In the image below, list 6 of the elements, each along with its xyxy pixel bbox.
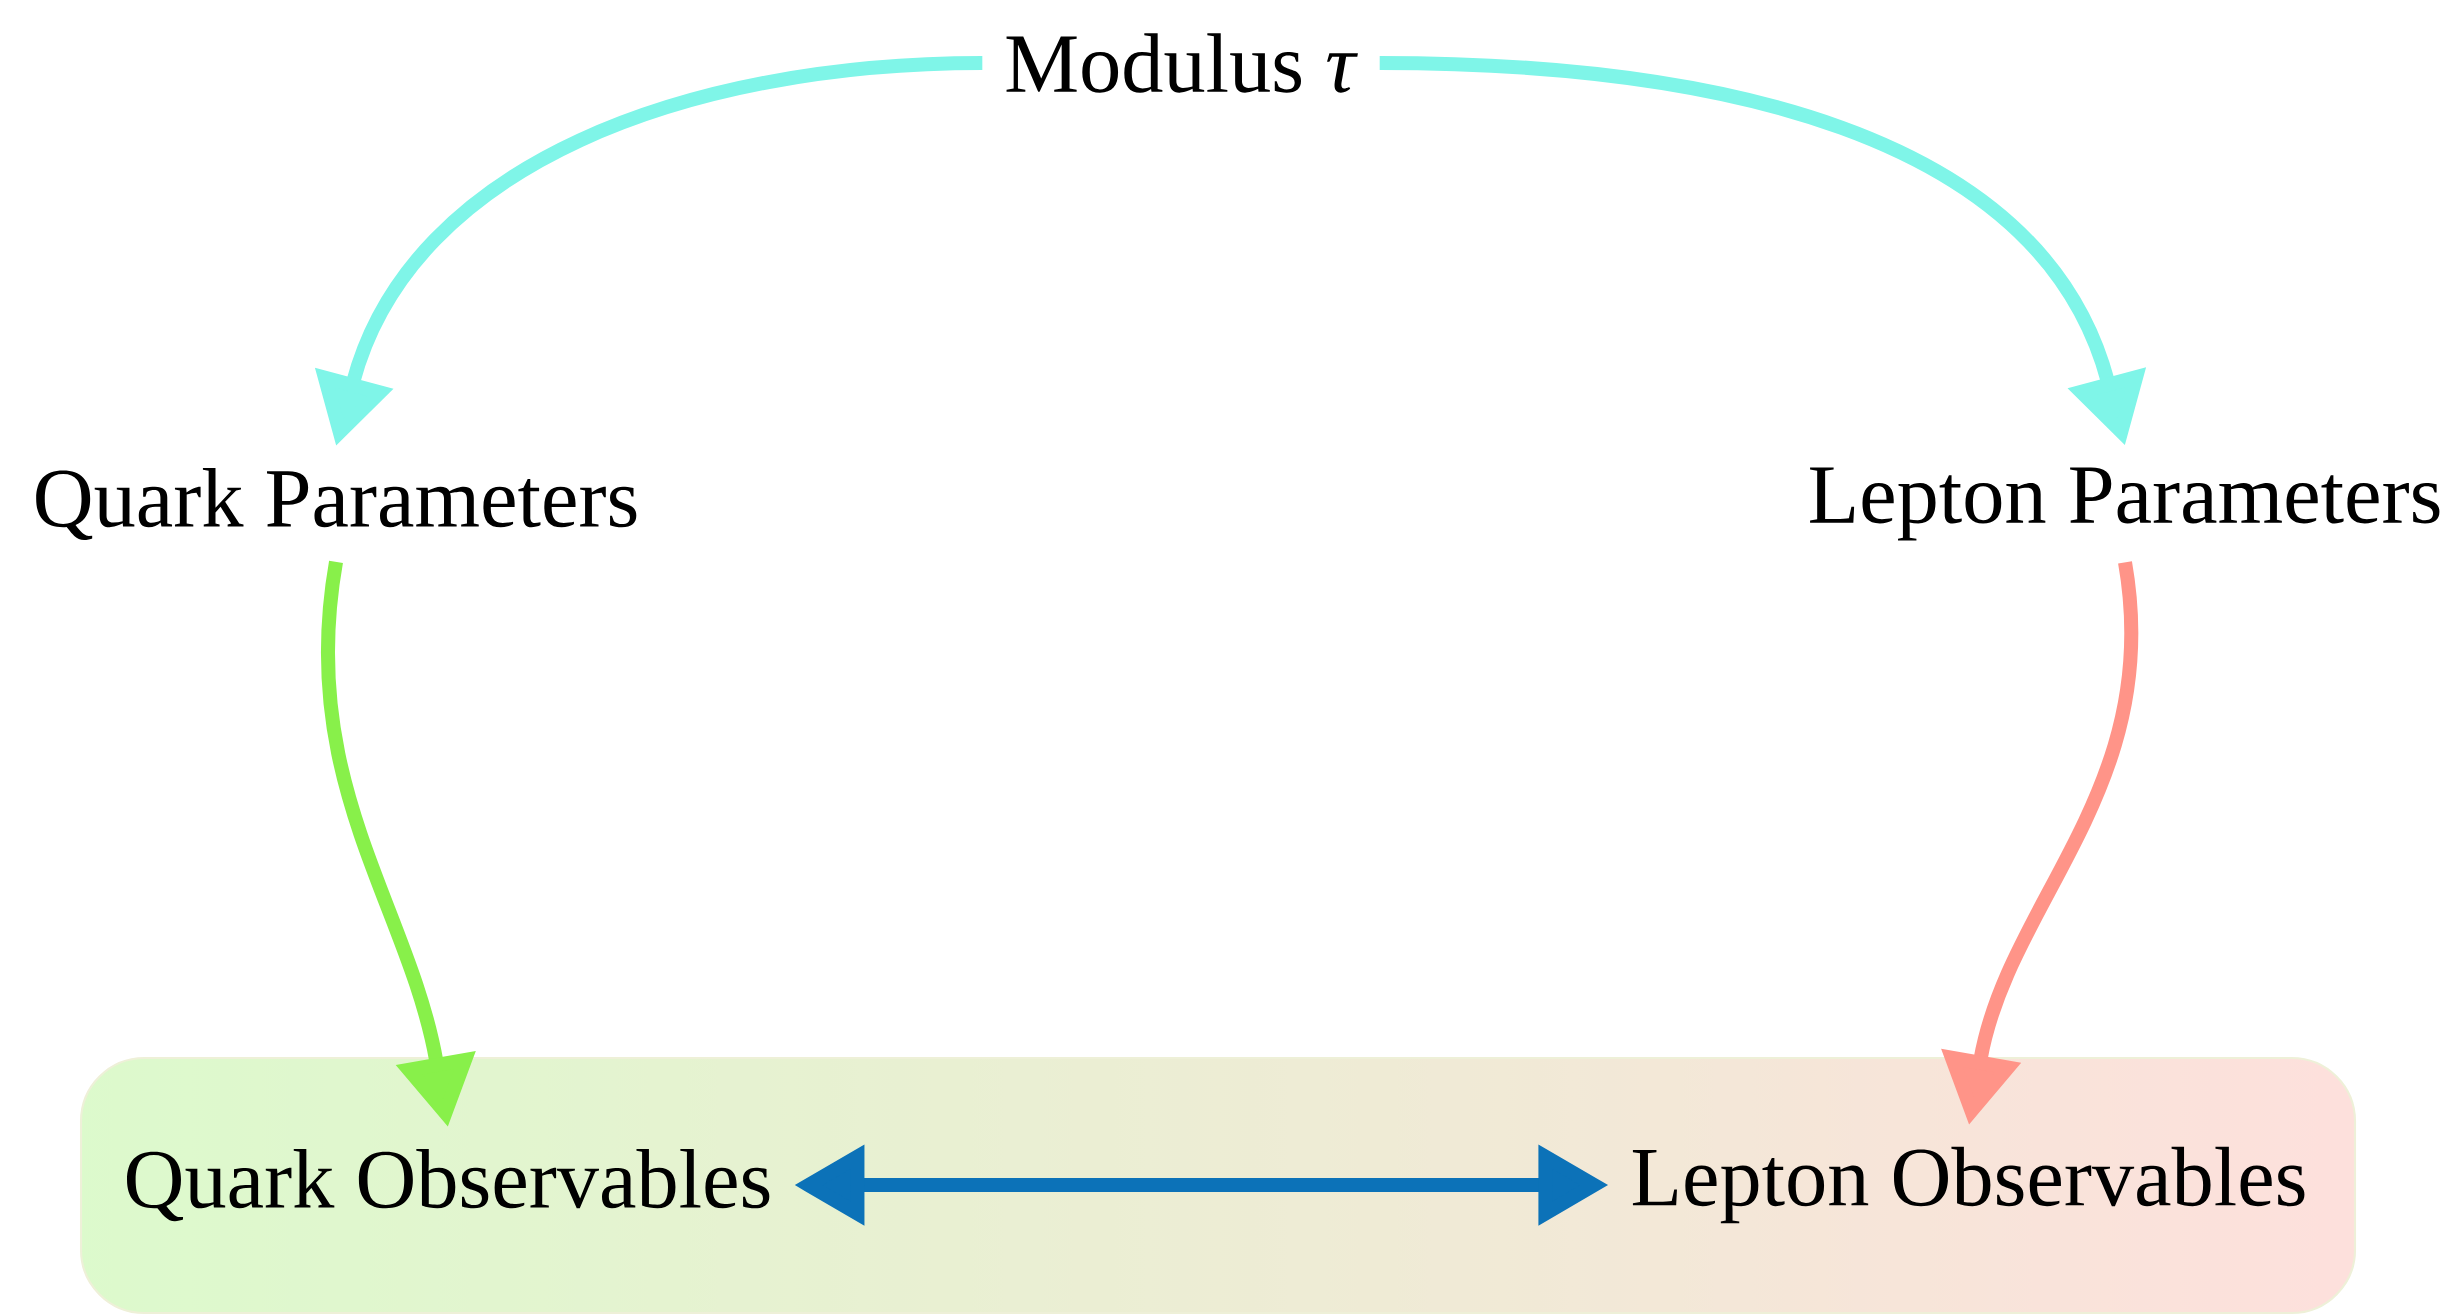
node-label: Lepton Observables (1632, 1146, 2305, 1224)
gradient-band (79, 1056, 2357, 1315)
node-label: Lepton Parameters (1810, 467, 2440, 541)
node-label: Modulus τ (1006, 33, 1358, 93)
node-label: Quark Parameters (36, 467, 637, 541)
node-label: Quark Observables (127, 1148, 770, 1222)
